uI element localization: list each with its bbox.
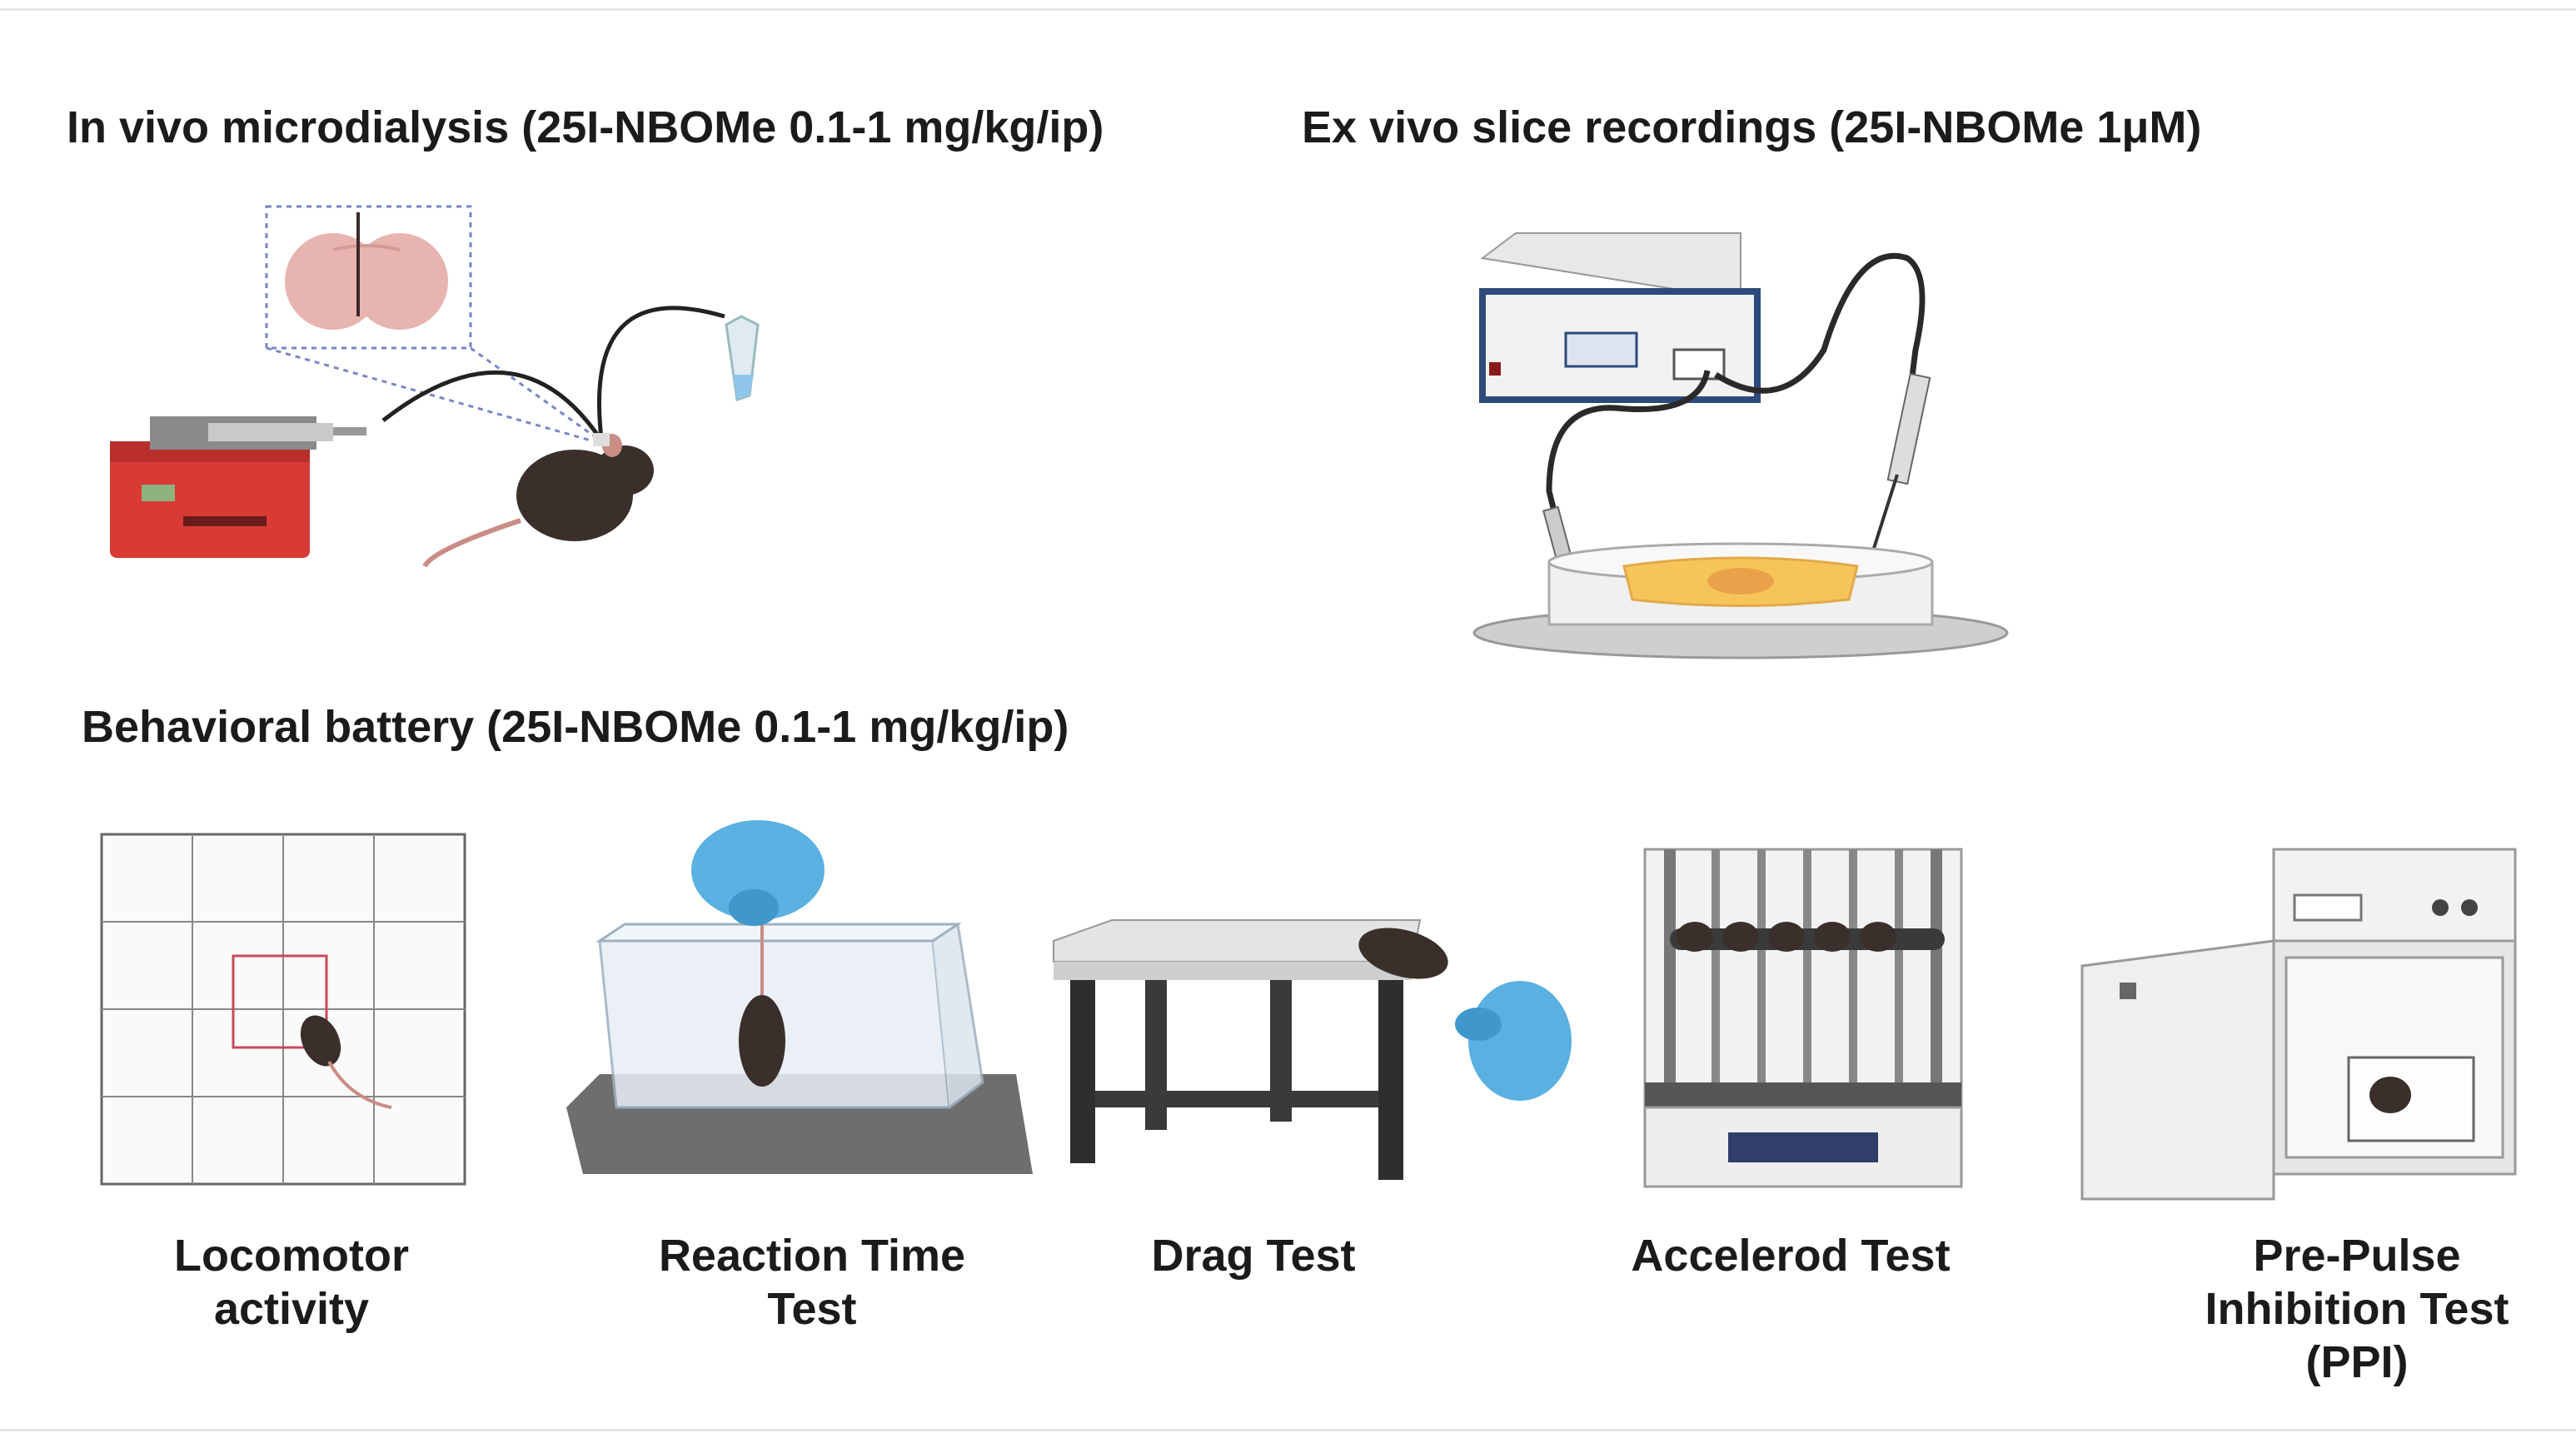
reaction-box-icon — [566, 820, 1033, 1174]
slice-chamber-icon — [1472, 542, 2009, 659]
rotarod-icon — [1643, 848, 1963, 1188]
ppi-chamber-icon — [2080, 848, 2517, 1201]
drag-test-caption: Drag Test — [1151, 1231, 1356, 1281]
slice-recording-illustration — [1472, 232, 2009, 659]
gloved-hand-icon — [1455, 981, 1572, 1101]
mouse-icon — [422, 433, 654, 568]
brain-section-icon — [265, 205, 602, 445]
microdialysis-title: In vivo microdialysis (25I-NBOMe 0.1-1 m… — [67, 102, 1104, 152]
accelerod-caption: Accelerod Test — [1631, 1231, 1951, 1281]
bottom-rule — [0, 1429, 2576, 1431]
gloved-hand-icon — [691, 820, 825, 926]
top-rule — [0, 8, 2576, 11]
open-field-grid-icon — [100, 833, 466, 1186]
syringe-pump-icon — [110, 416, 366, 558]
electrophysiology-amplifier-icon — [1479, 232, 1761, 403]
drag-table-icon — [1053, 919, 1572, 1180]
microdialysis-illustration — [110, 205, 760, 568]
behavioral-battery-title: Behavioral battery (25I-NBOMe 0.1-1 mg/k… — [82, 702, 1069, 752]
slice-recording-title: Ex vivo slice recordings (25I-NBOMe 1μM) — [1302, 102, 2202, 152]
tube-icon — [725, 315, 760, 401]
